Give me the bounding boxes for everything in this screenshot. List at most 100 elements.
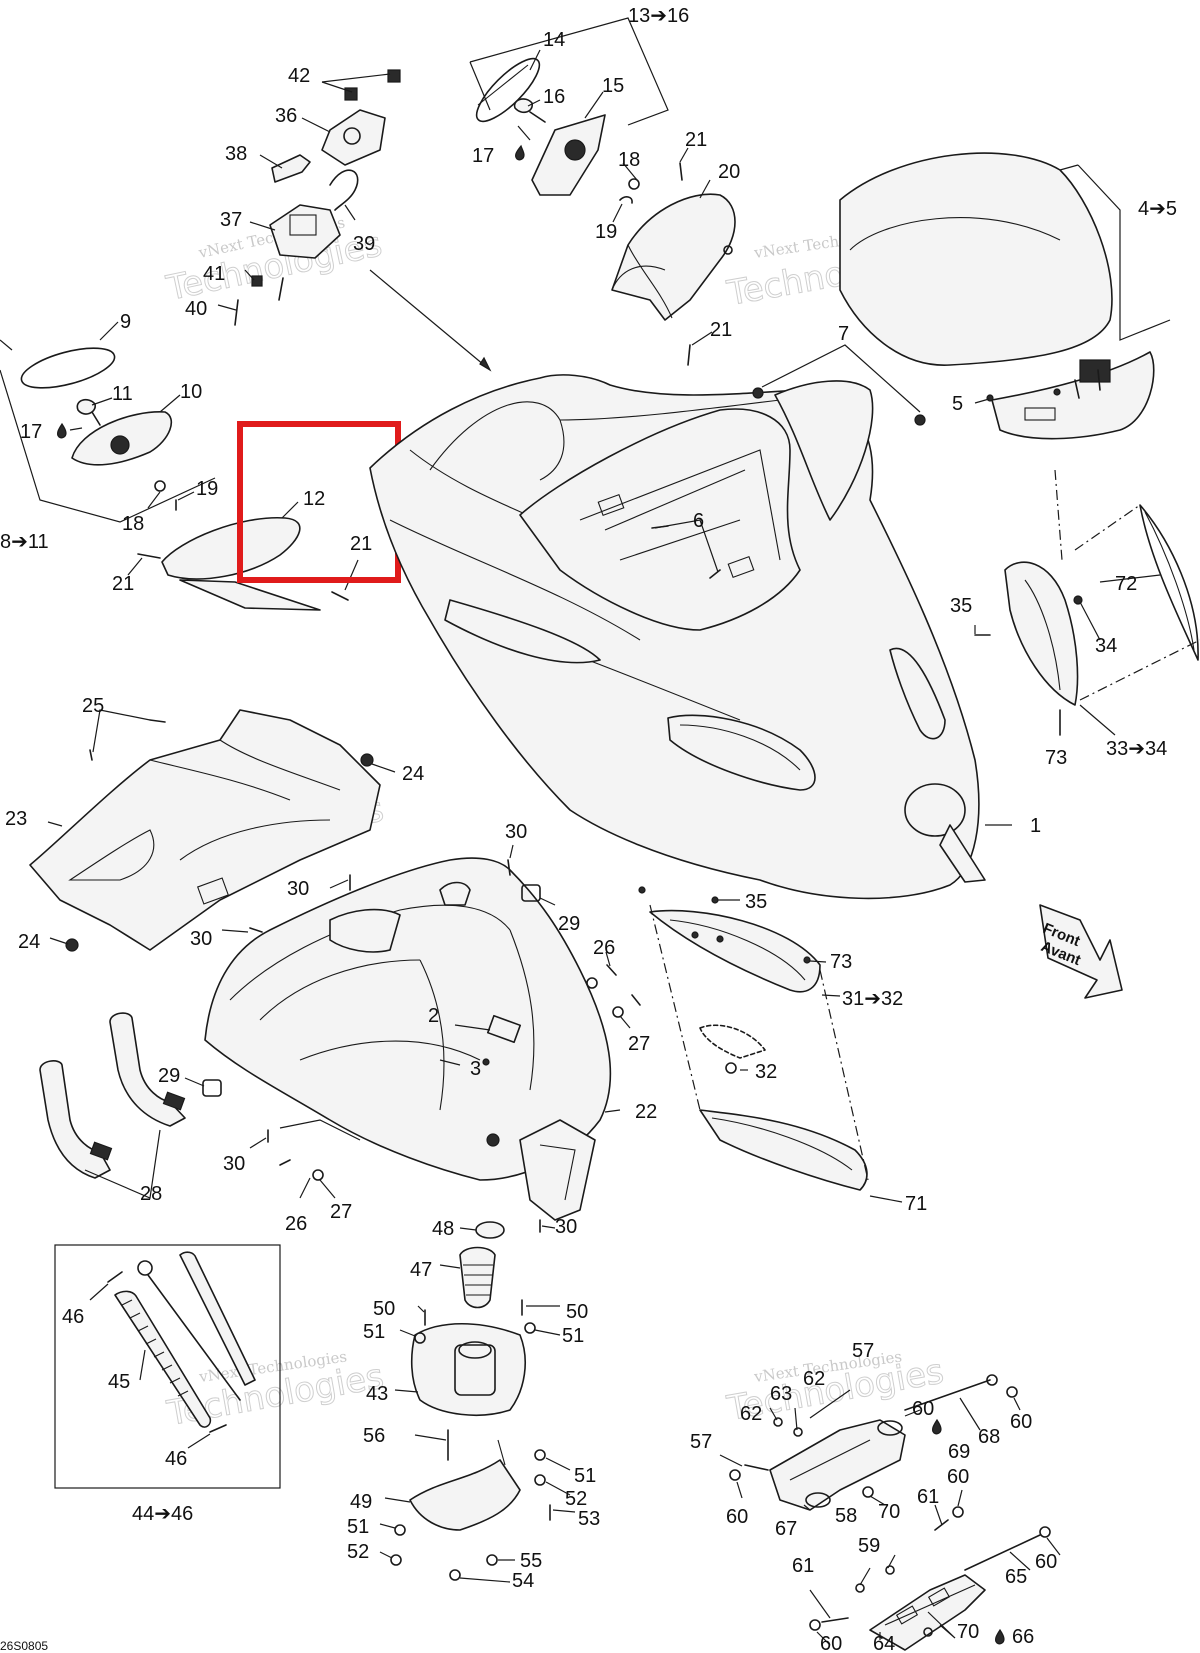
callout-51: 51 — [574, 1465, 596, 1487]
nut-7 — [914, 414, 926, 426]
plate-boss — [564, 139, 586, 161]
callout-70: 70 — [878, 1501, 900, 1523]
bracket-assembly-43 — [379, 1221, 576, 1583]
grease-drop-icon — [994, 1628, 1005, 1645]
callout-62: 62 — [803, 1368, 825, 1390]
callout-66: 66 — [1012, 1626, 1034, 1648]
washer — [312, 1169, 324, 1181]
callout-8-11: 8➔11 — [0, 531, 49, 553]
mirror-bracket-assembly — [217, 69, 492, 372]
washer — [612, 1006, 624, 1018]
screw-5 — [986, 394, 994, 402]
screw-21 — [687, 344, 691, 366]
bracket-2 — [486, 1014, 522, 1044]
callout-25: 25 — [82, 695, 104, 717]
hood-cavity — [519, 408, 801, 631]
callout-15: 15 — [602, 75, 624, 97]
callout-43: 43 — [366, 1383, 388, 1405]
callout-59: 59 — [858, 1535, 880, 1557]
callout-41: 41 — [203, 263, 225, 285]
callout-28: 28 — [140, 1183, 162, 1205]
callout-22: 22 — [635, 1101, 657, 1123]
callout-73: 73 — [830, 951, 852, 973]
callout-33-34: 33➔34 — [1106, 738, 1167, 760]
washer-41 — [251, 275, 263, 287]
panel-23-body — [29, 709, 381, 951]
screw-27 — [631, 994, 641, 1006]
plate-49 — [409, 1459, 521, 1531]
knob-16 — [513, 98, 533, 114]
washer-60 — [809, 1619, 821, 1631]
rod — [147, 1274, 241, 1401]
washer-55 — [486, 1554, 498, 1566]
callout-30: 30 — [505, 821, 527, 843]
screw-21 — [679, 162, 683, 181]
callout-31-32: 31➔32 — [842, 988, 903, 1010]
callout-55: 55 — [520, 1550, 542, 1572]
callout-60: 60 — [947, 1466, 969, 1488]
callout-21: 21 — [350, 533, 372, 555]
callout-30: 30 — [190, 928, 212, 950]
pin-46 — [209, 1424, 227, 1433]
callout-60: 60 — [726, 1506, 748, 1528]
callout-63: 63 — [770, 1383, 792, 1405]
callout-38: 38 — [225, 143, 247, 165]
callout-17: 17 — [472, 145, 494, 167]
callout-18: 18 — [122, 513, 144, 535]
callout-20: 20 — [718, 161, 740, 183]
footrest-assembly-57-70 — [719, 1374, 1061, 1651]
callout-10: 10 — [180, 381, 202, 403]
nut-54 — [449, 1569, 461, 1581]
callout-68: 68 — [978, 1426, 1000, 1448]
callout-24: 24 — [18, 931, 40, 953]
callout-57: 57 — [690, 1431, 712, 1453]
callout-42: 42 — [288, 65, 310, 87]
bolt-68 — [904, 1379, 991, 1411]
clamp-48 — [475, 1221, 505, 1239]
bracket-hole — [343, 127, 361, 145]
front-arrow-icon — [1039, 904, 1123, 999]
callout-46: 46 — [165, 1448, 187, 1470]
callout-36: 36 — [275, 105, 297, 127]
bushing-70 — [923, 1627, 933, 1637]
shield-body — [611, 193, 736, 321]
callout-19: 19 — [196, 478, 218, 500]
hood-side-vent — [889, 647, 946, 740]
callout-29: 29 — [158, 1065, 180, 1087]
hood-vent — [667, 714, 816, 791]
callout-57: 57 — [852, 1340, 874, 1362]
windshield-glass — [839, 152, 1113, 366]
callout-26: 26 — [593, 937, 615, 959]
callout-45: 45 — [108, 1371, 130, 1393]
callout-51: 51 — [347, 1516, 369, 1538]
washer-60 — [729, 1469, 741, 1481]
strap-right — [109, 1012, 186, 1127]
side-panel-33 — [1004, 561, 1079, 706]
hood-nose — [939, 824, 986, 883]
washer-60 — [952, 1506, 964, 1518]
mirror-assembly-13-16 — [469, 17, 669, 196]
grease-drop-icon — [56, 422, 67, 439]
callout-9: 9 — [120, 311, 131, 333]
callout-69: 69 — [948, 1441, 970, 1463]
callout-11: 11 — [112, 383, 133, 405]
callout-46: 46 — [62, 1306, 84, 1328]
callout-35: 35 — [745, 891, 767, 913]
callout-1: 1 — [1030, 815, 1041, 837]
grommet-29 — [521, 884, 541, 902]
grille-31 — [649, 909, 821, 993]
nut-59 — [885, 1565, 895, 1575]
callout-65: 65 — [1005, 1566, 1027, 1588]
mirror-glass-14 — [475, 57, 541, 123]
rivet-24 — [65, 938, 79, 952]
headlight-bezel — [904, 783, 966, 837]
callout-60: 60 — [820, 1633, 842, 1653]
bolt-61 — [821, 1617, 849, 1623]
washer-60 — [1006, 1386, 1018, 1398]
screw-21 — [331, 591, 349, 601]
spring-18 — [628, 178, 640, 190]
hood-side-pod — [774, 380, 874, 521]
mirror-bracket-36 — [321, 109, 386, 166]
deflector-lower — [179, 579, 321, 611]
